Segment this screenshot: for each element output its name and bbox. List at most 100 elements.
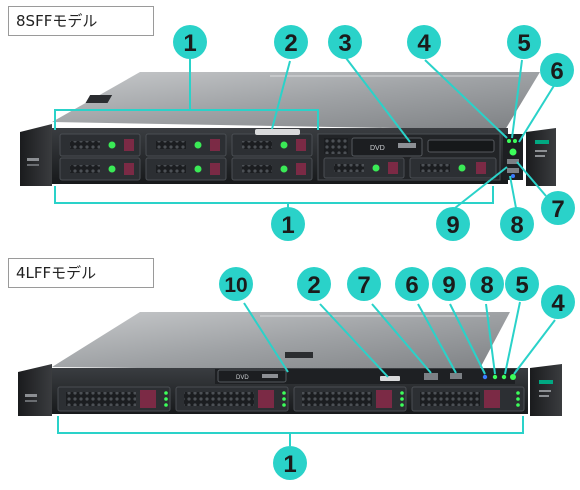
svg-text:10: 10 [224, 274, 247, 297]
leader-10 [243, 302, 289, 373]
callout-7: 7 [347, 267, 381, 301]
sff-drive-bay [145, 157, 227, 181]
leader-9 [454, 166, 508, 209]
svg-text:7: 7 [551, 196, 564, 223]
callout-8: 8 [500, 207, 534, 241]
hpe-logo-badge [539, 380, 553, 384]
upper-media-strip: DVD [215, 369, 516, 384]
svg-text:2: 2 [284, 30, 297, 57]
server-lid [52, 72, 540, 130]
lid-label [285, 352, 313, 358]
lid-label [85, 95, 113, 103]
leader-lines-4lff [57, 301, 556, 446]
callout-5: 5 [505, 267, 539, 301]
callout-6: 6 [540, 53, 574, 87]
callout-3: 3 [328, 25, 362, 59]
sff-drive-bay [323, 157, 405, 179]
power-button [510, 374, 516, 380]
usb-port [450, 373, 462, 379]
callout-2: 2 [274, 25, 308, 59]
leader-4 [424, 59, 508, 139]
callout-1: 1 [273, 446, 307, 480]
hpe-logo-badge [535, 140, 549, 144]
sff-drive-bay [145, 133, 227, 157]
optical-drive [351, 137, 423, 157]
svg-text:1: 1 [183, 30, 196, 57]
server-lid [52, 312, 510, 372]
callout-7: 7 [541, 191, 575, 225]
server-8sff: DVD [20, 72, 556, 186]
callouts-8sff: 1 2 3 4 5 6 7 8 [173, 25, 575, 241]
optical-drive-logo: DVD [236, 375, 249, 381]
leader-3 [345, 57, 411, 143]
svg-text:5: 5 [517, 30, 530, 57]
uid-button [511, 174, 515, 178]
svg-text:8: 8 [480, 272, 493, 299]
svg-text:9: 9 [446, 212, 459, 239]
svg-text:6: 6 [405, 272, 418, 299]
leader-9 [449, 303, 486, 375]
leader-lines-8sff [54, 57, 556, 209]
sff-drive-bay [231, 157, 313, 181]
lff-drive-bay [57, 386, 171, 412]
leader-4 [513, 319, 556, 375]
leader-8 [485, 303, 496, 375]
lff-drive-bay [293, 386, 407, 412]
left-rack-ear [20, 124, 52, 186]
usb-port [507, 159, 519, 164]
front-io-panel [503, 134, 523, 180]
leader-1-bracket [57, 416, 524, 434]
power-button [509, 148, 517, 156]
right-rack-ear [530, 364, 562, 416]
lff-drive-bays [57, 386, 525, 412]
svg-text:6: 6 [550, 58, 563, 85]
callout-9: 9 [436, 207, 470, 241]
callout-9: 9 [432, 267, 466, 301]
lff-drive-bay [175, 386, 289, 412]
model-label-4lff: 4LFFモデル [8, 258, 154, 288]
callout-1-top: 1 [173, 25, 207, 59]
optical-drive-logo: DVD [370, 145, 385, 152]
sff-drive-bay [409, 157, 497, 179]
leader-7 [371, 303, 432, 374]
leader-1-bottom-bracket [54, 186, 494, 204]
svg-text:2: 2 [307, 272, 320, 299]
nic-status-led [513, 139, 517, 143]
svg-text:4: 4 [551, 290, 565, 317]
uid-button [482, 374, 488, 380]
callout-4: 4 [541, 285, 575, 319]
server-4lff: DVD [18, 312, 562, 416]
callout-10: 10 [219, 267, 253, 301]
universal-media-bay-slot [427, 139, 495, 153]
lff-drive-bay [411, 386, 525, 412]
sff-drive-bay [231, 133, 313, 157]
display-port [424, 373, 438, 380]
optical-drive [217, 369, 287, 383]
right-rack-ear [526, 128, 556, 186]
sff-drive-bay [59, 133, 141, 157]
serial-label-pull-tab [255, 129, 300, 135]
model-label-8sff: 8SFFモデル [8, 6, 154, 36]
svg-text:7: 7 [357, 272, 370, 299]
health-led [507, 139, 511, 143]
serial-label-pull-tab [380, 376, 400, 381]
health-led [501, 374, 507, 380]
leader-6 [518, 83, 556, 143]
ilo-service-port [507, 168, 519, 173]
svg-text:8: 8 [510, 212, 523, 239]
leader-8 [509, 175, 517, 209]
svg-text:1: 1 [281, 212, 294, 239]
svg-text:5: 5 [515, 272, 528, 299]
leader-6 [417, 303, 457, 374]
svg-text:1: 1 [283, 451, 296, 478]
callout-2: 2 [297, 267, 331, 301]
callout-6: 6 [395, 267, 429, 301]
leader-5 [511, 59, 523, 139]
callout-4: 4 [407, 25, 441, 59]
nic-status-led [492, 374, 498, 380]
svg-text:9: 9 [442, 272, 455, 299]
leader-2 [271, 60, 291, 130]
svg-text:4: 4 [417, 30, 431, 57]
leader-1-top-bracket [54, 109, 319, 130]
